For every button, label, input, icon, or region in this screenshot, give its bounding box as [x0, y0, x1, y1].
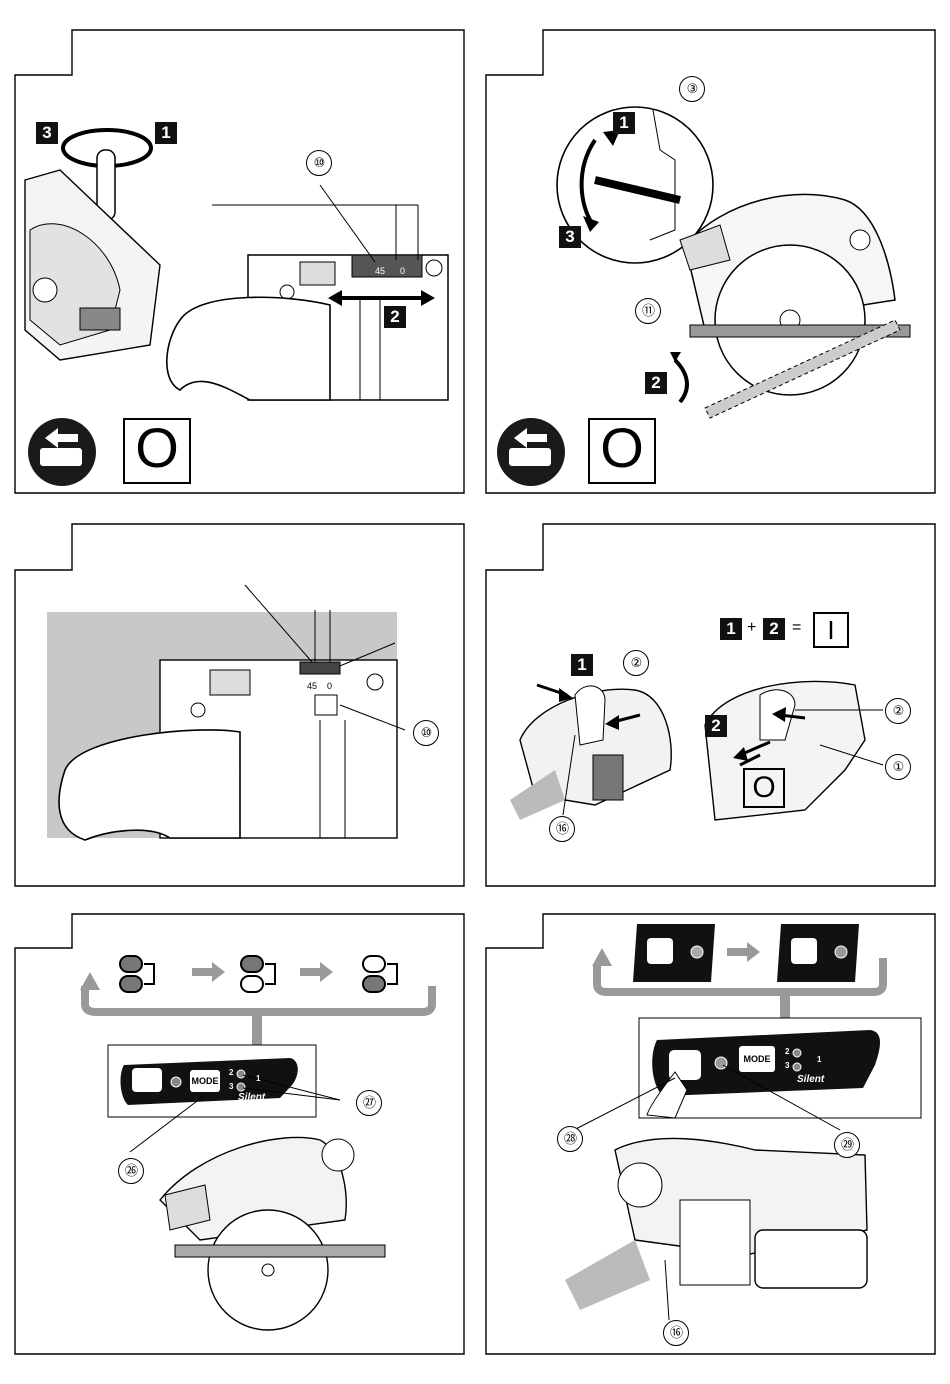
callout-3: ③ — [679, 76, 705, 102]
setting-symbol-o: O — [588, 418, 656, 484]
level-2: 2 — [785, 1047, 789, 1056]
level-1: 1 — [256, 1074, 260, 1083]
callout-27: ㉗ — [356, 1090, 382, 1116]
mode-button: MODE — [739, 1046, 775, 1072]
callout-16: ⑯ — [663, 1320, 689, 1346]
panel-bevel-adjust: ③ ⑪ 1 3 2 O — [475, 0, 950, 500]
panel-scale-check: 45 0 ⑩ — [0, 510, 475, 890]
panel5-illustration — [0, 900, 475, 1384]
step-badge-2: 2 — [705, 715, 727, 737]
scale-45: 45 — [307, 681, 317, 691]
callout-11: ⑪ — [635, 298, 661, 324]
eq-plus: + — [747, 619, 756, 637]
scale-0: 0 — [327, 681, 332, 691]
scale-45: 45 — [375, 266, 385, 276]
callout-1: ① — [885, 754, 911, 780]
setting-symbol-o: O — [743, 768, 785, 808]
panel2-illustration — [475, 0, 950, 500]
panel3-illustration — [0, 510, 475, 890]
panel6-illustration — [475, 900, 950, 1384]
step-badge-3: 3 — [36, 122, 58, 144]
callout-29: ㉙ — [834, 1132, 860, 1158]
mode-button: MODE — [190, 1070, 220, 1092]
panel-mode-select: MODE 2 1 3 Silent ㉖ ㉗ — [0, 900, 475, 1384]
step-badge-2: 2 — [645, 372, 667, 394]
level-2: 2 — [229, 1068, 233, 1077]
setting-symbol-o: O — [123, 418, 191, 484]
callout-2-right: ② — [885, 698, 911, 724]
step-badge-3: 3 — [559, 226, 581, 248]
panel4-illustration — [475, 510, 950, 890]
eq-equals: = — [792, 619, 801, 637]
callout-28: ㉘ — [557, 1126, 583, 1152]
panel1-illustration — [0, 0, 475, 500]
eq-step-1: 1 — [720, 618, 742, 640]
silent-label: Silent — [797, 1074, 824, 1085]
callout-10: ⑩ — [413, 720, 439, 746]
step-badge-1: 1 — [155, 122, 177, 144]
silent-label: Silent — [238, 1092, 265, 1103]
callout-16: ⑯ — [549, 816, 575, 842]
level-3: 3 — [785, 1061, 789, 1070]
callout-10: ⑩ — [306, 150, 332, 176]
level-3: 3 — [229, 1082, 233, 1091]
eq-result-i: I — [813, 612, 849, 648]
panel-light-button: MODE 2 1 3 Silent ㉘ ㉙ ⑯ — [475, 900, 950, 1384]
panel-switch-lock: 1 + 2 = I 1 2 ② ② ① ⑯ O — [475, 510, 950, 890]
step-badge-1: 1 — [571, 654, 593, 676]
callout-26: ㉖ — [118, 1158, 144, 1184]
eq-step-2: 2 — [763, 618, 785, 640]
callout-2-left: ② — [623, 650, 649, 676]
panel-cutting-depth-adjust: 3 1 2 ⑩ 45 0 O — [0, 0, 475, 500]
level-1: 1 — [817, 1055, 821, 1064]
step-badge-1: 1 — [613, 112, 635, 134]
step-badge-2: 2 — [384, 306, 406, 328]
scale-0: 0 — [400, 266, 405, 276]
